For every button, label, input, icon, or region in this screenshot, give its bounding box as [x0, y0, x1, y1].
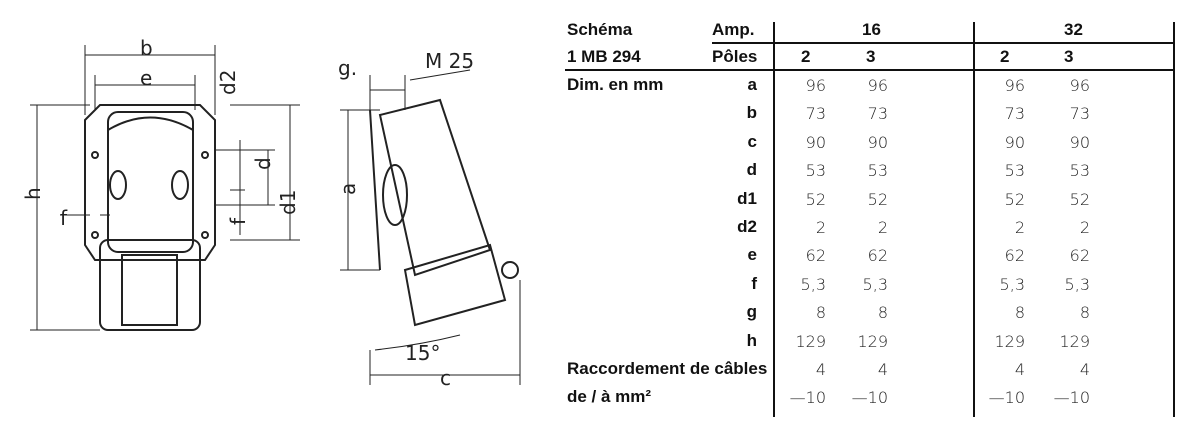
label-thread: M 25 [425, 49, 474, 73]
dimension-value: 73 [1004, 104, 1025, 124]
dimension-value: 2 [1079, 218, 1090, 237]
dimension-value: 90 [1004, 132, 1025, 152]
poles-value: 3 [866, 47, 876, 66]
label-b: b [140, 36, 153, 60]
label-c: c [440, 366, 451, 390]
amp-32: 32 [1064, 20, 1083, 39]
label-f-right: f [226, 217, 250, 225]
poles-value: 3 [1064, 47, 1074, 66]
label-a: a [336, 183, 360, 195]
dimension-value: 62 [805, 246, 826, 266]
dim-label: Dim. en mm [567, 75, 664, 94]
divider [973, 22, 975, 417]
poles-label: Pôles [712, 47, 758, 66]
divider [565, 69, 1175, 71]
dimension-value: 53 [805, 161, 826, 181]
divider [773, 22, 775, 417]
dimension-value: 2 [877, 218, 888, 237]
label-e: e [140, 66, 152, 90]
poles-value: 2 [1000, 47, 1010, 66]
divider [1173, 22, 1175, 417]
dimension-value: 73 [867, 104, 888, 124]
cable-min: 4 [1014, 360, 1025, 379]
dimension-value: 129 [795, 331, 826, 351]
dimension-value: 73 [805, 104, 826, 124]
dimension-value: 52 [1004, 189, 1025, 209]
dimension-value: 90 [1069, 132, 1090, 152]
cable-max: —10 [789, 388, 826, 408]
label-angle: 15° [405, 341, 440, 365]
dimension-value: 2 [1014, 218, 1025, 237]
cable-label: Raccordement de câbles [567, 359, 768, 378]
dimension-key: f [751, 273, 757, 293]
dimension-value: 2 [815, 218, 826, 237]
dimension-value: 5,3 [800, 274, 826, 294]
dimension-key: d [746, 160, 757, 180]
cable-min: 4 [1079, 360, 1090, 379]
dimension-key: h [746, 330, 757, 350]
cable-unit-label: de / à mm² [567, 387, 652, 407]
dimension-value: 129 [857, 331, 888, 351]
dimension-value: 5,3 [862, 274, 888, 294]
side-view [340, 69, 521, 385]
dimension-value: 53 [1069, 161, 1090, 181]
dimension-key: c [747, 131, 757, 151]
dimension-value: 96 [867, 76, 888, 95]
dimension-key: b [746, 103, 757, 123]
cable-min: 4 [877, 360, 888, 379]
label-d2: d2 [216, 70, 240, 95]
poles-value: 2 [801, 47, 811, 66]
dimension-value: 129 [1059, 331, 1090, 351]
dimension-key: a [747, 75, 757, 94]
dimension-value: 8 [1014, 303, 1025, 323]
schema-label: Schéma [567, 20, 633, 39]
label-f-left: f [60, 206, 68, 230]
dimension-value: 129 [994, 331, 1025, 351]
dimension-key: d1 [737, 188, 757, 208]
dimension-value: 53 [867, 161, 888, 181]
label-h: h [21, 187, 45, 200]
dimension-value: 8 [877, 303, 888, 323]
cable-max: —10 [988, 388, 1025, 408]
dimension-key: e [747, 245, 757, 265]
dimension-value: 8 [815, 303, 826, 323]
dimension-value: 62 [867, 246, 888, 266]
cable-max: —10 [1053, 388, 1090, 408]
dimension-key: g [746, 302, 757, 322]
front-view [30, 45, 300, 331]
dimension-value: 96 [1004, 76, 1025, 95]
dimension-value: 52 [867, 189, 888, 209]
dimension-value: 53 [1004, 161, 1025, 181]
dimension-value: 8 [1079, 303, 1090, 323]
label-g: g. [338, 56, 357, 80]
dimension-value: 52 [805, 189, 826, 209]
dimension-key: d2 [737, 217, 757, 236]
dimension-value: 62 [1069, 246, 1090, 266]
cable-max: —10 [851, 388, 888, 408]
label-d: d [251, 157, 275, 170]
amp-16: 16 [862, 20, 881, 39]
dimension-value: 5,3 [1064, 274, 1090, 294]
dimension-value: 90 [805, 132, 826, 152]
amp-label: Amp. [712, 20, 755, 39]
cable-min: 4 [815, 360, 826, 379]
technical-drawing: b e d2 d d1 f h f g. M 25 a 15° c [21, 36, 521, 390]
dimension-value: 96 [805, 76, 826, 95]
dimension-value: 96 [1069, 76, 1090, 95]
divider [712, 42, 1175, 44]
dimension-value: 73 [1069, 104, 1090, 124]
dimension-value: 5,3 [999, 274, 1025, 294]
dimension-value: 62 [1004, 246, 1025, 266]
model-number: 1 MB 294 [567, 47, 641, 66]
dimension-value: 90 [867, 132, 888, 152]
label-d1: d1 [276, 190, 300, 215]
dimension-value: 52 [1069, 189, 1090, 209]
